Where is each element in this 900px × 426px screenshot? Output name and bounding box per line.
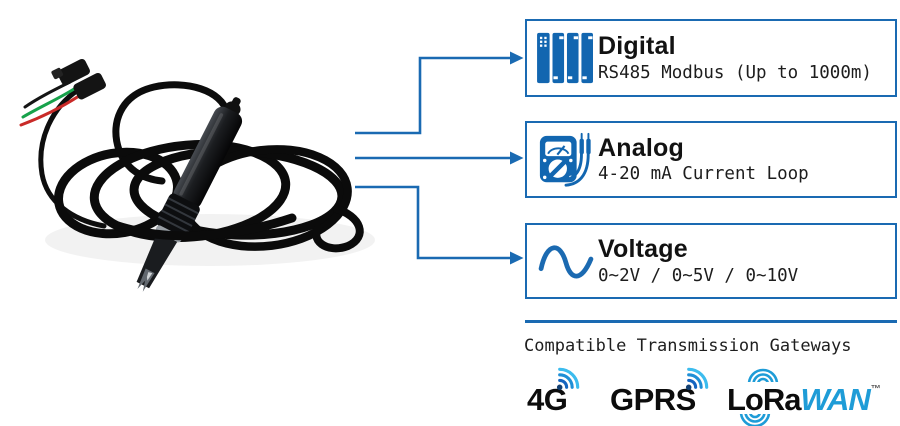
- output-title-voltage: Voltage: [598, 235, 688, 264]
- line-to-voltage: [355, 185, 511, 260]
- cellular-signal-icon: [557, 367, 580, 391]
- plc-modules-icon: [534, 31, 598, 85]
- sensor-probe-photo: [19, 58, 375, 292]
- output-title-digital: Digital: [598, 32, 676, 61]
- logo-gprs-label: GPRS: [610, 382, 696, 417]
- logo-lorawan: LoRaWAN™: [727, 368, 881, 426]
- cellular-signal-icon: [685, 367, 709, 391]
- output-subtitle-analog: 4-20 mA Current Loop: [598, 164, 809, 185]
- probe-body: [136, 97, 243, 292]
- lora-arcs-icon: [739, 414, 771, 426]
- output-title-analog: Analog: [598, 133, 684, 162]
- lora-arcs-icon: [747, 368, 779, 382]
- output-box-voltage: Voltage 0~2V / 0~5V / 0~10V: [525, 223, 897, 299]
- logo-wan-label: WAN: [800, 382, 871, 417]
- section-divider: [525, 320, 897, 323]
- output-subtitle-digital: RS485 Modbus (Up to 1000m): [598, 62, 872, 83]
- logo-4g: 4G: [527, 367, 580, 421]
- wire-connectors: [51, 58, 106, 100]
- arrowhead-analog: [510, 151, 524, 165]
- multimeter-icon: [534, 131, 598, 189]
- output-box-analog: Analog 4-20 mA Current Loop: [525, 121, 897, 198]
- gateways-heading: Compatible Transmission Gateways: [524, 336, 852, 356]
- logo-gprs: GPRS: [610, 367, 709, 421]
- logo-lora-label: LoRa: [727, 382, 801, 417]
- arrowhead-voltage: [510, 251, 524, 265]
- arrowhead-digital: [510, 51, 524, 65]
- line-to-digital: [355, 56, 511, 135]
- sine-wave-icon: [534, 238, 598, 284]
- output-box-digital: Digital RS485 Modbus (Up to 1000m): [525, 19, 897, 97]
- trademark-symbol: ™: [870, 384, 881, 395]
- output-subtitle-voltage: 0~2V / 0~5V / 0~10V: [598, 265, 799, 286]
